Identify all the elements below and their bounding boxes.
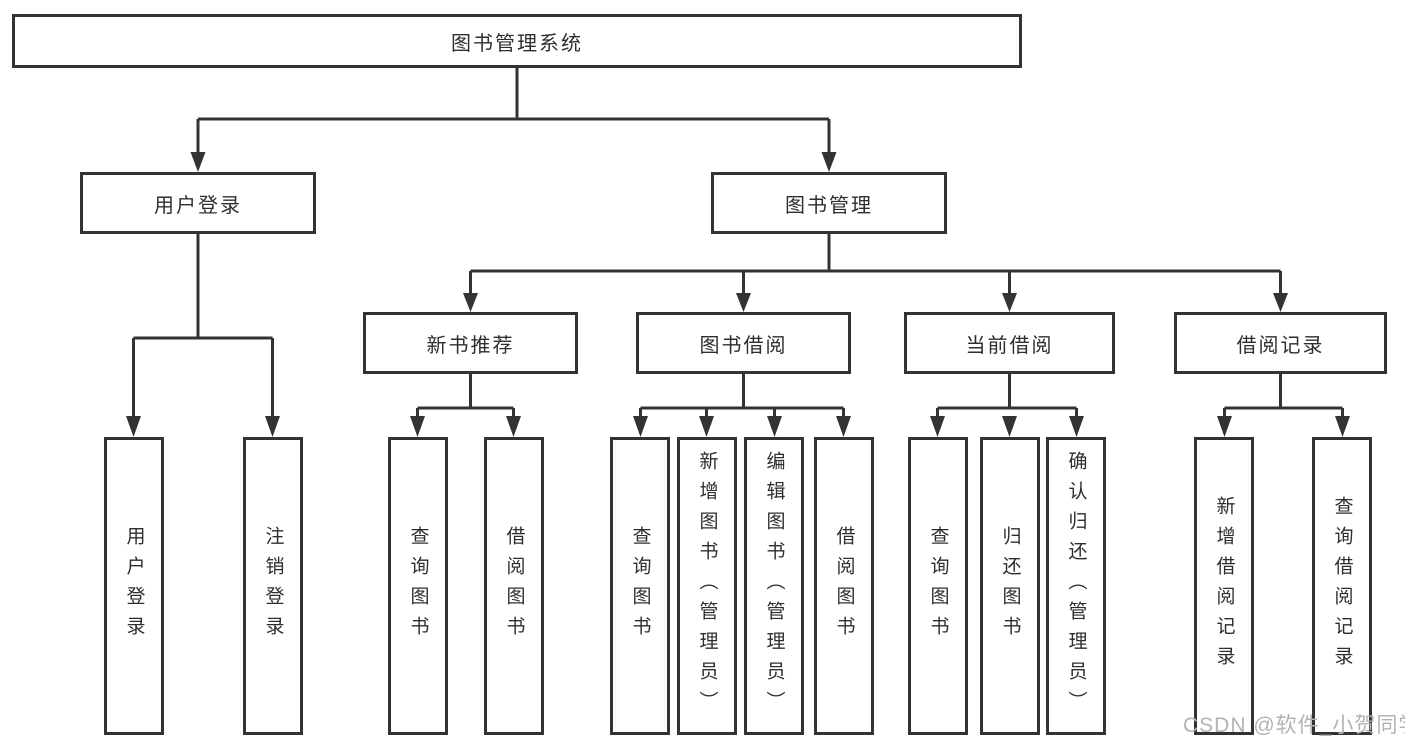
leaf-query-books-2: 查询图书 <box>610 437 670 735</box>
leaf-user-login: 用户登录 <box>104 437 164 735</box>
leaf-add-books-admin: 新增图书（管理员） <box>677 437 737 735</box>
leaf-confirm-return-admin: 确认归还（管理员） <box>1046 437 1106 735</box>
node-borrowing-records: 借阅记录 <box>1174 312 1387 374</box>
leaf-query-books-1: 查询图书 <box>388 437 448 735</box>
leaf-query-borrow-record: 查询借阅记录 <box>1312 437 1372 735</box>
leaf-return-books: 归还图书 <box>980 437 1040 735</box>
leaf-borrow-books-1: 借阅图书 <box>484 437 544 735</box>
csdn-watermark: CSDN @软件_小贺同学 <box>1183 714 1405 737</box>
leaf-edit-books-admin: 编辑图书（管理员） <box>744 437 804 735</box>
leaf-borrow-books-2: 借阅图书 <box>814 437 874 735</box>
leaf-query-books-3: 查询图书 <box>908 437 968 735</box>
node-book-borrowing: 图书借阅 <box>636 312 851 374</box>
node-current-borrowing: 当前借阅 <box>904 312 1115 374</box>
node-user-login-branch: 用户登录 <box>80 172 316 234</box>
node-library-management-system: 图书管理系统 <box>12 14 1022 68</box>
leaf-add-borrow-record: 新增借阅记录 <box>1194 437 1254 735</box>
leaf-logout: 注销登录 <box>243 437 303 735</box>
node-new-book-recommendation: 新书推荐 <box>363 312 578 374</box>
node-book-management-branch: 图书管理 <box>711 172 947 234</box>
